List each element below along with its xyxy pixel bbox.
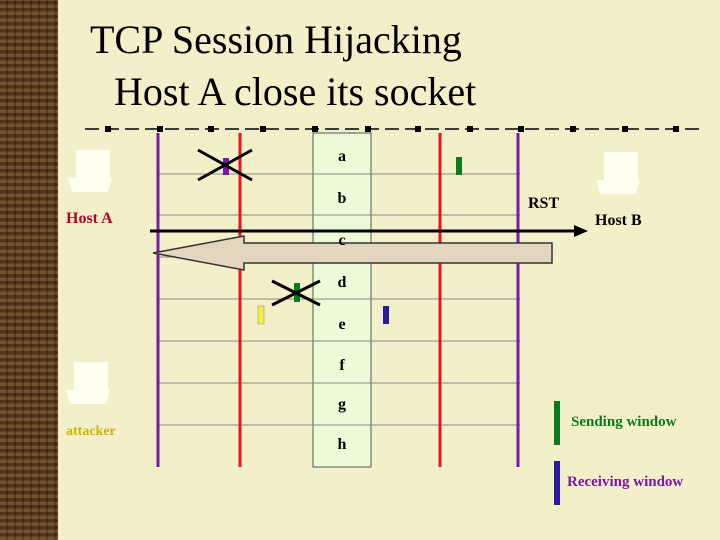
seq-label-d: d (338, 274, 347, 291)
host-b-computer-icon (596, 152, 640, 194)
seq-label-a: a (338, 148, 346, 165)
rst-arrowhead (574, 225, 588, 237)
segment-column (312, 132, 372, 468)
rst-label: RST (528, 195, 560, 212)
close-socket-arrow (152, 235, 553, 271)
title-line-2: Host A close its socket (114, 69, 477, 114)
seq-label-e: e (338, 316, 345, 333)
attacker-label: attacker (66, 424, 116, 439)
legend-receiving-label: Receiving window (567, 474, 684, 490)
attacker-marker (257, 305, 265, 325)
host-a-label: Host A (66, 210, 113, 227)
seq-label-g: g (338, 396, 346, 413)
cross-mark-bottom (271, 279, 321, 307)
sending-window-marker-b (456, 157, 462, 175)
title-line-1: TCP Session Hijacking (90, 17, 462, 62)
host-a-computer-icon (68, 150, 112, 192)
seq-label-c: c (338, 232, 345, 249)
seq-label-f: f (339, 357, 345, 374)
legend-sending-marker (554, 401, 560, 445)
cross-mark-top (197, 148, 253, 182)
decorative-border (0, 0, 58, 540)
legend-sending-label: Sending window (571, 414, 677, 430)
seq-label-h: h (338, 436, 347, 453)
timeline-ticks (105, 126, 679, 132)
seq-label-b: b (338, 190, 347, 207)
slide-title: TCP Session Hijacking Host A close its s… (90, 14, 476, 118)
host-b-label: Host B (595, 212, 642, 229)
legend-receiving-marker (554, 461, 560, 505)
attacker-computer-icon (66, 362, 110, 404)
receiving-window-marker-e (383, 306, 389, 324)
